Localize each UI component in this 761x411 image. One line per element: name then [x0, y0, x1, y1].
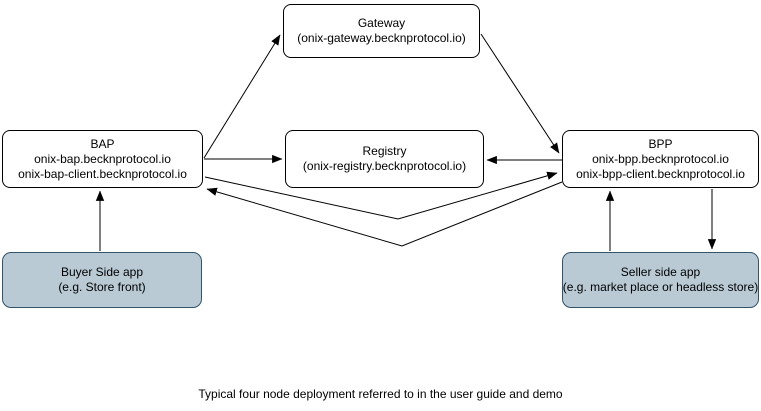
seller-app-title: Seller side app: [620, 265, 701, 279]
connector-gateway-to-bpp: [480, 33, 560, 154]
seller-app-example: (e.g. market place or headless store): [562, 280, 759, 294]
bpp-client-domain: onix-bpp-client.becknprotocol.io: [576, 166, 745, 181]
bap-domain: onix-bap.becknprotocol.io: [34, 151, 171, 166]
gateway-title: Gateway: [357, 16, 406, 30]
buyer-app-example: (e.g. Store front): [58, 280, 146, 294]
node-registry: Registry (onix-registry.becknprotocol.io…: [285, 130, 484, 188]
node-buyer-side-app: Buyer Side app (e.g. Store front): [2, 252, 202, 308]
registry-title: Registry: [362, 144, 407, 158]
connector-bpp-to-bap: [206, 181, 563, 247]
node-bpp: BPP onix-bpp.becknprotocol.io onix-bpp-c…: [562, 130, 759, 188]
buyer-app-title: Buyer Side app: [60, 265, 144, 279]
bap-client-domain: onix-bap-client.becknprotocol.io: [18, 166, 187, 181]
diagram-caption: Typical four node deployment referred to…: [198, 387, 563, 401]
bap-title: BAP: [90, 136, 115, 151]
node-bap: BAP onix-bap.becknprotocol.io onix-bap-c…: [2, 130, 203, 188]
node-seller-side-app: Seller side app (e.g. market place or he…: [562, 252, 759, 308]
bpp-title: BPP: [648, 136, 673, 151]
connector-bap-to-bpp: [204, 171, 558, 220]
gateway-domain: (onix-gateway.becknprotocol.io): [297, 31, 466, 45]
connector-bap-to-gateway: [203, 34, 281, 159]
registry-domain: (onix-registry.becknprotocol.io): [302, 159, 467, 173]
node-gateway: Gateway (onix-gateway.becknprotocol.io): [283, 4, 480, 58]
bpp-domain: onix-bpp.becknprotocol.io: [592, 151, 729, 166]
